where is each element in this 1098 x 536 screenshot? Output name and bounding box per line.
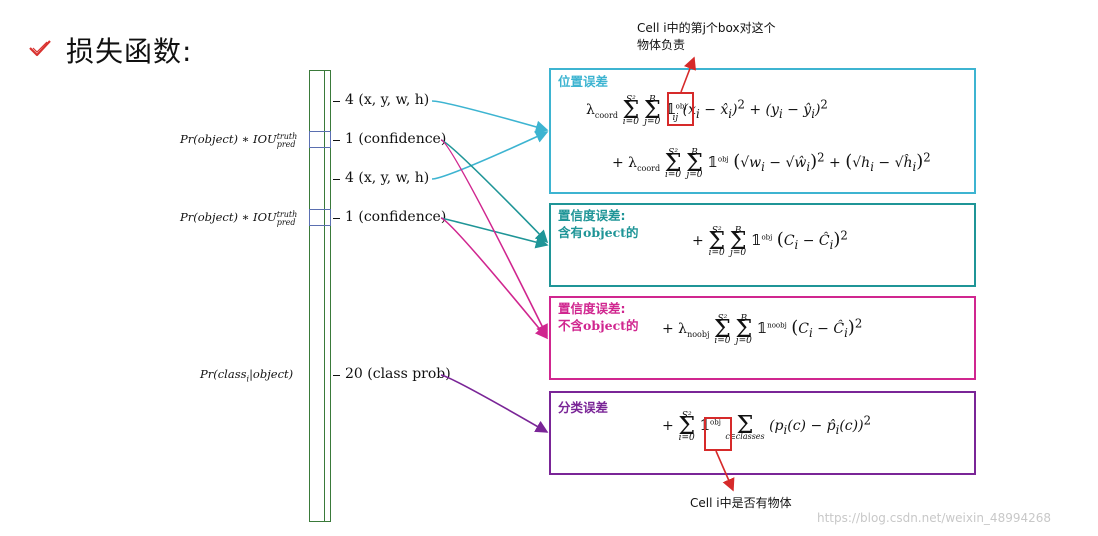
arrow-top-annotation bbox=[680, 56, 696, 93]
position-error-box bbox=[549, 68, 976, 194]
arrow-conf2-to-obj bbox=[440, 217, 549, 249]
tick bbox=[333, 375, 340, 376]
classification-error-box bbox=[549, 391, 976, 475]
segment-label-confidence-2: 1 (confidence) bbox=[345, 209, 447, 225]
confidence-noobj-error-box bbox=[549, 296, 976, 380]
bottom-annotation: Cell i中是否有物体 bbox=[690, 496, 792, 510]
page-title: 损失函数: bbox=[66, 35, 193, 68]
segment-label-confidence-1: 1 (confidence) bbox=[345, 131, 447, 147]
title-row: 损失函数: bbox=[28, 30, 192, 70]
object-presence-indicator-highlight bbox=[704, 417, 732, 451]
confidence-cell-1 bbox=[309, 131, 331, 148]
tick bbox=[333, 218, 340, 219]
tick bbox=[333, 101, 340, 102]
confidence-cell-2 bbox=[309, 209, 331, 226]
arrow-bottom-annotation bbox=[715, 450, 735, 492]
class-prob-formula-label: Pr(classi|object) bbox=[200, 367, 294, 384]
segment-label-bbox-2: 4 (x, y, w, h) bbox=[345, 170, 430, 186]
position-error-label: 位置误差 bbox=[558, 74, 609, 89]
segment-label-class-prob: 20 (class prob) bbox=[345, 366, 451, 382]
watermark: https://blog.csdn.net/weixin_48994268 bbox=[817, 511, 1052, 525]
tick bbox=[333, 179, 340, 180]
tick bbox=[333, 140, 340, 141]
responsibility-indicator-highlight bbox=[667, 92, 694, 126]
checkmark-icon bbox=[28, 38, 52, 62]
arrow-class-to-classification bbox=[440, 374, 549, 433]
output-vector bbox=[309, 70, 331, 522]
arrow-bbox1-to-position bbox=[431, 100, 549, 134]
output-vector-divider bbox=[324, 70, 325, 522]
top-annotation: Cell i中的第j个box对这个 物体负责 bbox=[637, 21, 776, 52]
arrow-conf1-to-noobj bbox=[440, 139, 548, 338]
confidence-obj-error-box bbox=[549, 203, 976, 287]
confidence-obj-error-label: 置信度误差: 含有object的 bbox=[558, 208, 639, 240]
segment-label-bbox-1: 4 (x, y, w, h) bbox=[345, 92, 430, 108]
arrow-bbox2-to-position bbox=[431, 130, 549, 180]
confidence-noobj-error-label: 置信度误差: 不含object的 bbox=[558, 301, 639, 333]
classification-error-label: 分类误差 bbox=[558, 400, 609, 415]
arrow-conf2-to-noobj bbox=[440, 217, 549, 340]
